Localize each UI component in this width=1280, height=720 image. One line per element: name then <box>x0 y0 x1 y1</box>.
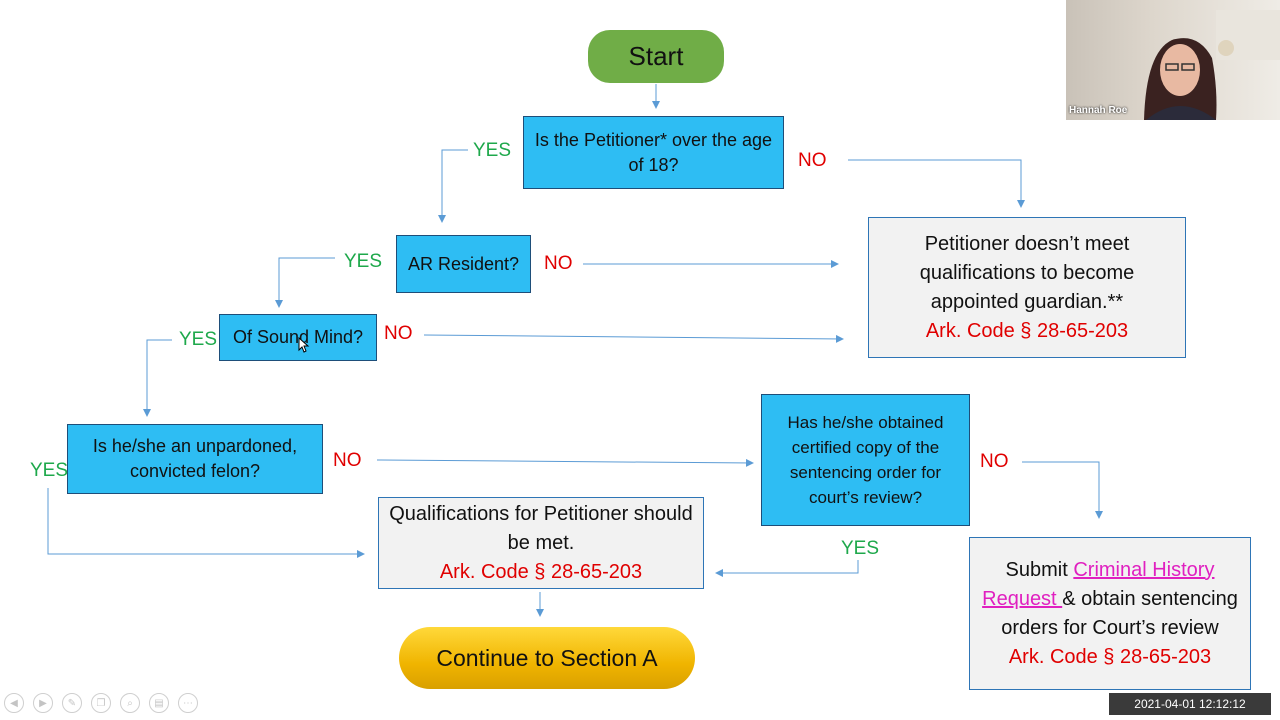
arrow-resident-yes <box>275 257 335 308</box>
submit-text: Submit Criminal History Request & obtain… <box>978 556 1242 643</box>
arrow-sound-no <box>423 334 844 343</box>
copy-icon[interactable]: ❐ <box>91 693 111 713</box>
yes-label-age: YES <box>473 140 512 161</box>
question-certified-copy: Has he/she obtained certified copy of th… <box>761 394 970 526</box>
submit-request-box: Submit Criminal History Request & obtain… <box>969 537 1251 690</box>
arrow-felon-yes <box>47 488 365 558</box>
question-sound-mind: Of Sound Mind? <box>219 314 377 361</box>
yes-label-sound-mind: YES <box>179 329 218 350</box>
pen-icon[interactable]: ✎ <box>62 693 82 713</box>
question-resident: AR Resident? <box>396 235 531 293</box>
no-label-sound-mind: NO <box>384 323 413 344</box>
arrow-felon-no <box>376 458 754 467</box>
timestamp-overlay: 2021-04-01 12:12:12 <box>1109 693 1271 715</box>
yes-label-felon: YES <box>30 460 69 481</box>
back-icon[interactable]: ◀ <box>4 693 24 713</box>
no-label-certified: NO <box>980 451 1009 472</box>
arrow-sound-yes <box>143 339 172 417</box>
criminal-history-request-link[interactable]: Criminal History Request <box>982 558 1215 610</box>
yes-label-certified: YES <box>841 538 880 559</box>
qualified-code: Ark. Code § 28-65-203 <box>439 560 643 583</box>
not-qualified-text: Petitioner doesn’t meet qualifications t… <box>919 232 1135 313</box>
start-node: Start <box>588 30 724 83</box>
forward-icon[interactable]: ▶ <box>33 693 53 713</box>
zoom-icon[interactable]: ⌕ <box>120 693 140 713</box>
qualified-box: Qualifications for Petitioner should be … <box>378 497 704 589</box>
continue-section-a: Continue to Section A <box>399 627 695 689</box>
submit-suffix: & obtain sentencing orders for Court’s r… <box>1001 587 1238 639</box>
participant-name: Hannah Roe <box>1069 105 1128 116</box>
question-felon: Is he/she an unpardoned, convicted felon… <box>67 424 323 494</box>
no-label-felon: NO <box>333 450 362 471</box>
arrow-certified-no <box>1022 461 1103 519</box>
not-qualified-box: Petitioner doesn’t meet qualifications t… <box>868 217 1186 358</box>
arrow-age-no <box>848 159 1025 208</box>
submit-code: Ark. Code § 28-65-203 <box>1008 645 1212 668</box>
slides-icon[interactable]: ▤ <box>149 693 169 713</box>
submit-prefix: Submit <box>1005 558 1074 581</box>
mouse-cursor-icon <box>298 337 310 353</box>
no-label-resident: NO <box>544 253 573 274</box>
slide-toolbar: ◀ ▶ ✎ ❐ ⌕ ▤ ⋯ <box>4 693 198 713</box>
arrow-certified-yes <box>715 560 859 577</box>
no-label-age: NO <box>798 150 827 171</box>
arrow-age-yes <box>438 149 468 223</box>
qualified-text: Qualifications for Petitioner should be … <box>389 502 693 554</box>
yes-label-resident: YES <box>344 251 383 272</box>
question-age: Is the Petitioner* over the age of 18? <box>523 116 784 189</box>
video-thumbnail[interactable]: Hannah Roe <box>1066 0 1280 120</box>
presenter-avatar <box>1144 10 1280 120</box>
not-qualified-code: Ark. Code § 28-65-203 <box>925 319 1129 342</box>
more-icon[interactable]: ⋯ <box>178 693 198 713</box>
